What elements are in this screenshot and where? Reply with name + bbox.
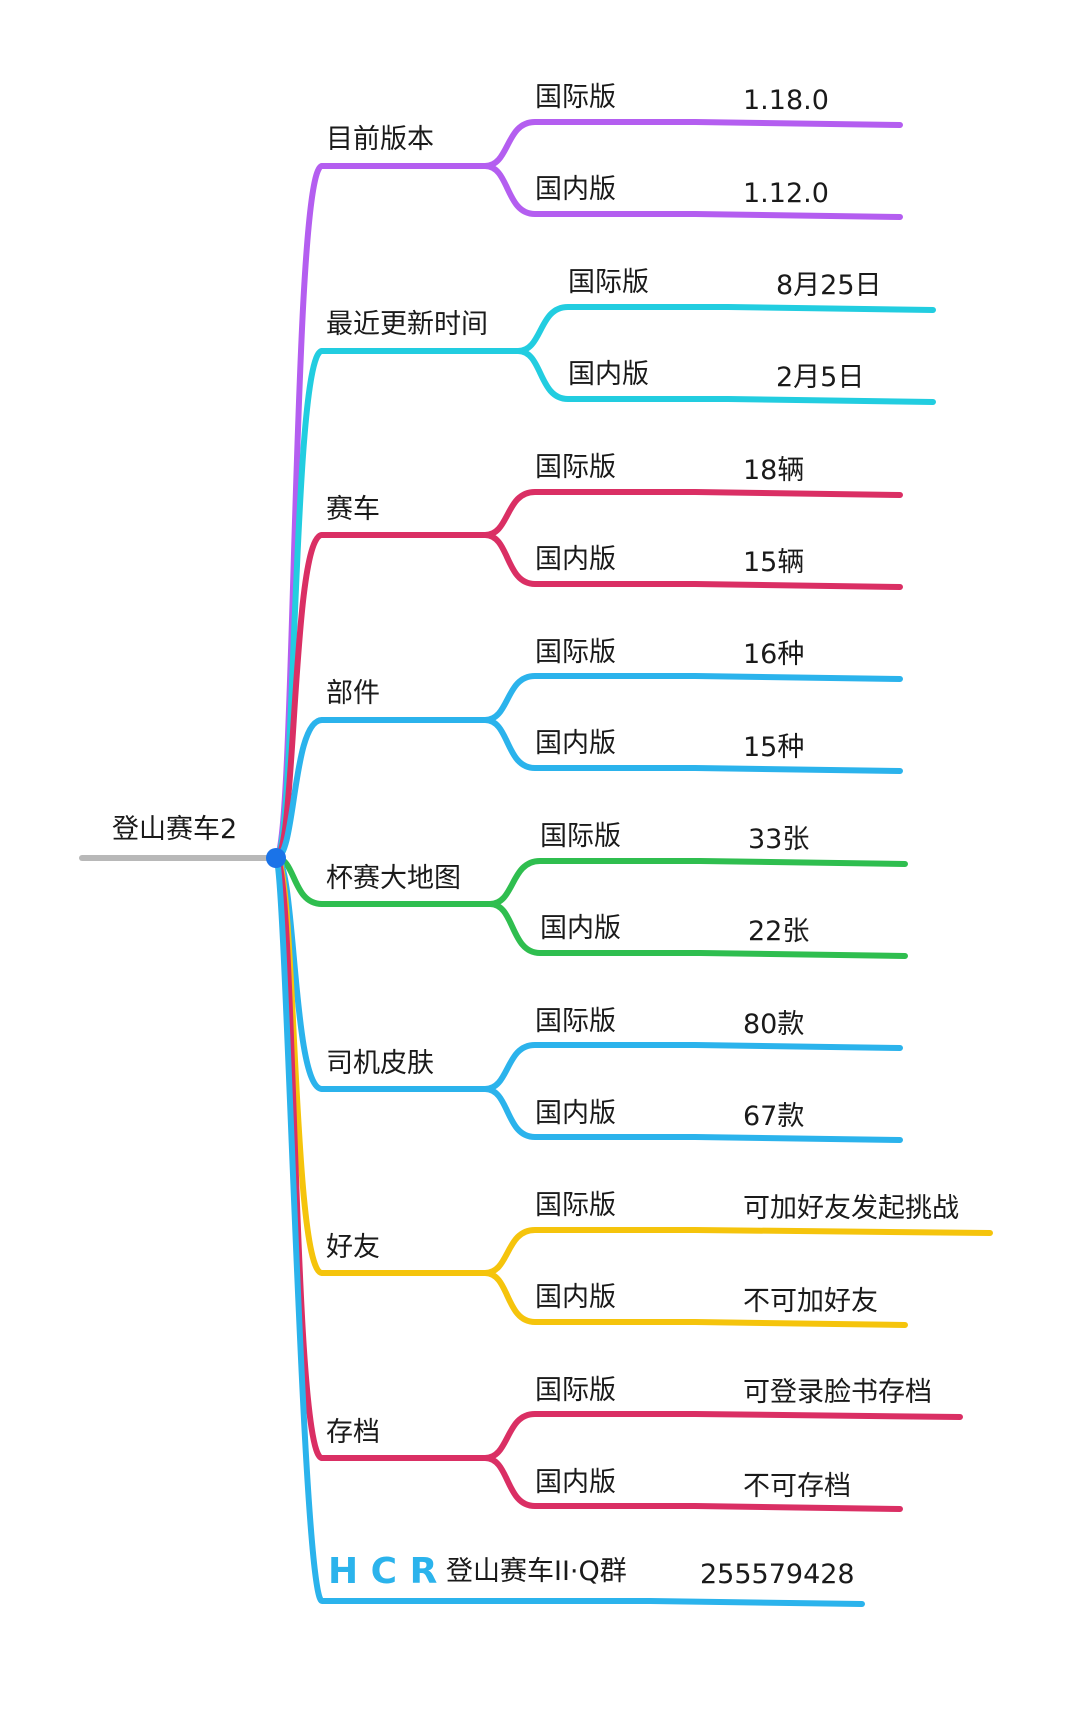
mind-map-connectors (273, 119, 993, 1607)
leaf-connector (482, 1411, 963, 1461)
leaf-connector (482, 1270, 908, 1328)
leaf-value: 1.12.0 (743, 178, 829, 209)
leaf-value: 可加好友发起挑战 (743, 1193, 959, 1224)
leaf-connector (487, 858, 908, 907)
branch-connector (273, 532, 325, 861)
qq-group-number: 255579428 (700, 1559, 855, 1590)
leaf-label: 国内版 (535, 1098, 616, 1129)
leaf-value: 18辆 (743, 455, 804, 486)
branch-label-save: 存档 (326, 1417, 380, 1448)
leaf-connector (482, 717, 903, 774)
leaf-value: 15辆 (743, 547, 804, 578)
leaf-value: 16种 (743, 639, 804, 670)
leaf-value: 15种 (743, 732, 804, 763)
leaf-label: 国内版 (540, 913, 621, 944)
branch-label-cars: 赛车 (326, 494, 380, 525)
root-node-label: 登山赛车2 (112, 814, 237, 845)
leaf-connector (515, 348, 936, 405)
qq-group-connector (273, 855, 865, 1607)
leaf-value: 8月25日 (776, 270, 882, 301)
leaf-label: 国内版 (535, 1282, 616, 1313)
leaf-label: 国际版 (535, 1375, 616, 1406)
leaf-value: 67款 (743, 1101, 804, 1132)
leaf-connector (482, 1227, 993, 1276)
leaf-label: 国际版 (535, 1006, 616, 1037)
leaf-connector (487, 901, 908, 959)
leaf-label: 国内版 (535, 544, 616, 575)
leaf-connector (482, 1042, 903, 1092)
leaf-label: 国际版 (540, 821, 621, 852)
leaf-value: 不可加好友 (743, 1286, 878, 1317)
leaf-label: 国内版 (568, 359, 649, 390)
leaf-value: 2月5日 (776, 362, 864, 393)
branch-label-current-version: 目前版本 (326, 124, 434, 155)
leaf-value: 22张 (748, 916, 809, 947)
leaf-connector (482, 163, 903, 220)
leaf-label: 国内版 (535, 174, 616, 205)
leaf-value: 可登录脸书存档 (743, 1377, 932, 1408)
branch-label-cup-maps: 杯赛大地图 (326, 863, 461, 894)
leaf-connector (482, 532, 903, 590)
branch-label-driver-skins: 司机皮肤 (326, 1048, 434, 1079)
leaf-value: 1.18.0 (743, 85, 829, 116)
branch-label-qq-group: 登山赛车II·Q群 (446, 1556, 627, 1587)
leaf-label: 国内版 (535, 728, 616, 759)
leaf-connector (482, 489, 903, 538)
leaf-connector (482, 673, 903, 723)
leaf-connector (482, 119, 903, 169)
leaf-label: 国际版 (535, 1190, 616, 1221)
leaf-value: 33张 (748, 824, 809, 855)
leaf-label: 国际版 (535, 82, 616, 113)
hcr-logo: H C R (328, 1551, 437, 1592)
leaf-value: 不可存档 (743, 1471, 851, 1502)
leaf-label: 国际版 (535, 637, 616, 668)
leaf-label: 国内版 (535, 1467, 616, 1498)
leaf-value: 80款 (743, 1009, 804, 1040)
leaf-connector (482, 1086, 903, 1143)
leaf-label: 国际版 (535, 452, 616, 483)
branch-label-parts: 部件 (326, 678, 380, 709)
leaf-label: 国际版 (568, 267, 649, 298)
leaf-connector (482, 1455, 903, 1512)
branch-label-last-update: 最近更新时间 (326, 309, 488, 340)
leaf-connector (515, 304, 936, 354)
root-junction-dot (266, 848, 286, 868)
branch-label-friends: 好友 (326, 1232, 380, 1263)
